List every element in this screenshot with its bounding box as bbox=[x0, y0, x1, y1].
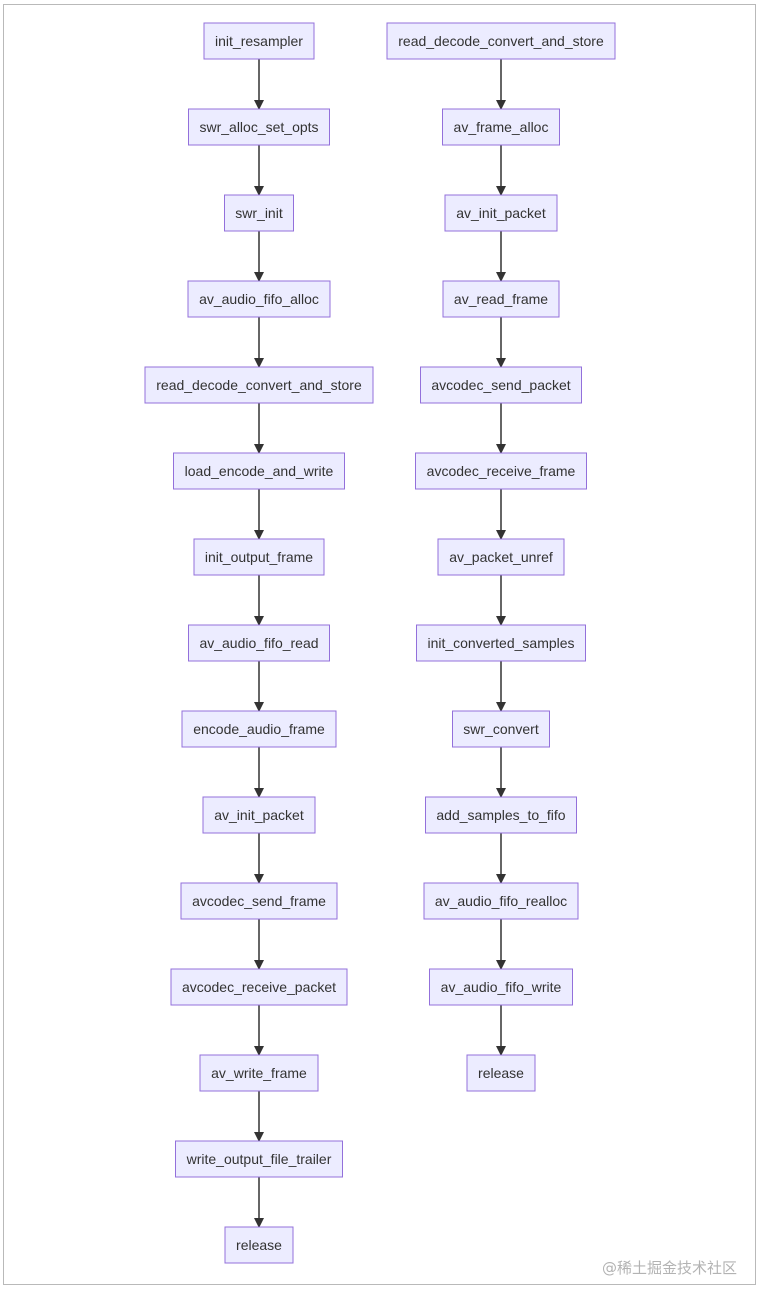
node-label: release bbox=[478, 1065, 524, 1081]
node-box bbox=[187, 280, 331, 318]
flow-left-node-7: av_audio_fifo_read bbox=[188, 624, 330, 662]
flow-left-node-3: av_audio_fifo_alloc bbox=[187, 280, 331, 318]
node-label: release bbox=[236, 1237, 282, 1253]
node-box bbox=[420, 366, 582, 404]
node-label: init_output_frame bbox=[205, 549, 313, 565]
node-box bbox=[415, 452, 587, 490]
node-box bbox=[181, 710, 337, 748]
node-label: add_samples_to_fifo bbox=[436, 807, 565, 823]
flow-left-node-0: init_resampler bbox=[203, 22, 315, 60]
node-box bbox=[180, 882, 338, 920]
flow-right-node-7: init_converted_samples bbox=[416, 624, 586, 662]
node-label: avcodec_receive_frame bbox=[427, 463, 576, 479]
node-label: av_audio_fifo_alloc bbox=[199, 291, 319, 307]
node-box bbox=[199, 1054, 319, 1092]
watermark-text: @稀土掘金技术社区 bbox=[601, 1259, 737, 1277]
node-box bbox=[442, 108, 560, 146]
node-label: av_audio_fifo_write bbox=[441, 979, 562, 995]
node-box bbox=[144, 366, 374, 404]
flow-left-node-13: write_output_file_trailer bbox=[175, 1140, 343, 1178]
node-box bbox=[173, 452, 345, 490]
node-box bbox=[386, 22, 616, 60]
node-label: av_read_frame bbox=[454, 291, 548, 307]
flow-right-node-1: av_frame_alloc bbox=[442, 108, 560, 146]
node-label: av_init_packet bbox=[456, 205, 546, 221]
node-box bbox=[423, 882, 579, 920]
node-box bbox=[188, 624, 330, 662]
node-label: load_encode_and_write bbox=[185, 463, 334, 479]
node-box bbox=[224, 1226, 294, 1264]
node-label: av_write_frame bbox=[211, 1065, 307, 1081]
node-box bbox=[452, 710, 550, 748]
node-label: av_audio_fifo_read bbox=[199, 635, 318, 651]
flow-right-node-0: read_decode_convert_and_store bbox=[386, 22, 616, 60]
flow-right-node-8: swr_convert bbox=[452, 710, 550, 748]
flow-right-node-5: avcodec_receive_frame bbox=[415, 452, 587, 490]
node-label: read_decode_convert_and_store bbox=[156, 377, 362, 393]
node-label: encode_audio_frame bbox=[193, 721, 325, 737]
node-box bbox=[170, 968, 348, 1006]
node-label: av_packet_unref bbox=[449, 549, 553, 565]
node-box bbox=[203, 22, 315, 60]
node-label: read_decode_convert_and_store bbox=[398, 33, 604, 49]
node-box bbox=[442, 280, 560, 318]
node-box bbox=[224, 194, 294, 232]
flow-left-node-14: release bbox=[224, 1226, 294, 1264]
node-box bbox=[188, 108, 330, 146]
node-label: init_converted_samples bbox=[427, 635, 574, 651]
flow-right-node-11: av_audio_fifo_write bbox=[429, 968, 573, 1006]
node-box bbox=[425, 796, 577, 834]
flow-right-node-10: av_audio_fifo_realloc bbox=[423, 882, 579, 920]
flow-right-node-12: release bbox=[466, 1054, 536, 1092]
flow-left-node-2: swr_init bbox=[224, 194, 294, 232]
node-box bbox=[429, 968, 573, 1006]
node-label: avcodec_send_packet bbox=[431, 377, 570, 393]
flow-left-node-5: load_encode_and_write bbox=[173, 452, 345, 490]
flow-left-node-8: encode_audio_frame bbox=[181, 710, 337, 748]
node-box bbox=[193, 538, 325, 576]
node-box bbox=[466, 1054, 536, 1092]
flow-right-node-9: add_samples_to_fifo bbox=[425, 796, 577, 834]
flow-left-node-10: avcodec_send_frame bbox=[180, 882, 338, 920]
diagram-frame bbox=[3, 4, 756, 1285]
node-label: avcodec_receive_packet bbox=[182, 979, 336, 995]
flow-right-node-3: av_read_frame bbox=[442, 280, 560, 318]
node-label: swr_alloc_set_opts bbox=[199, 119, 318, 135]
node-label: av_frame_alloc bbox=[454, 119, 549, 135]
flow-left-node-4: read_decode_convert_and_store bbox=[144, 366, 374, 404]
node-box bbox=[202, 796, 316, 834]
node-box bbox=[444, 194, 558, 232]
flow-right-node-4: avcodec_send_packet bbox=[420, 366, 582, 404]
flow-right-node-2: av_init_packet bbox=[444, 194, 558, 232]
node-label: avcodec_send_frame bbox=[192, 893, 326, 909]
node-label: swr_init bbox=[235, 205, 283, 221]
node-box bbox=[416, 624, 586, 662]
node-label: swr_convert bbox=[463, 721, 539, 737]
flow-left-node-9: av_init_packet bbox=[202, 796, 316, 834]
node-box bbox=[175, 1140, 343, 1178]
node-label: init_resampler bbox=[215, 33, 303, 49]
node-label: av_init_packet bbox=[214, 807, 304, 823]
flow-left-node-11: avcodec_receive_packet bbox=[170, 968, 348, 1006]
node-label: write_output_file_trailer bbox=[186, 1151, 332, 1167]
flow-left-node-12: av_write_frame bbox=[199, 1054, 319, 1092]
node-box bbox=[437, 538, 565, 576]
flow-right-node-6: av_packet_unref bbox=[437, 538, 565, 576]
flow-left-node-6: init_output_frame bbox=[193, 538, 325, 576]
flow-left-node-1: swr_alloc_set_opts bbox=[188, 108, 330, 146]
node-label: av_audio_fifo_realloc bbox=[435, 893, 567, 909]
